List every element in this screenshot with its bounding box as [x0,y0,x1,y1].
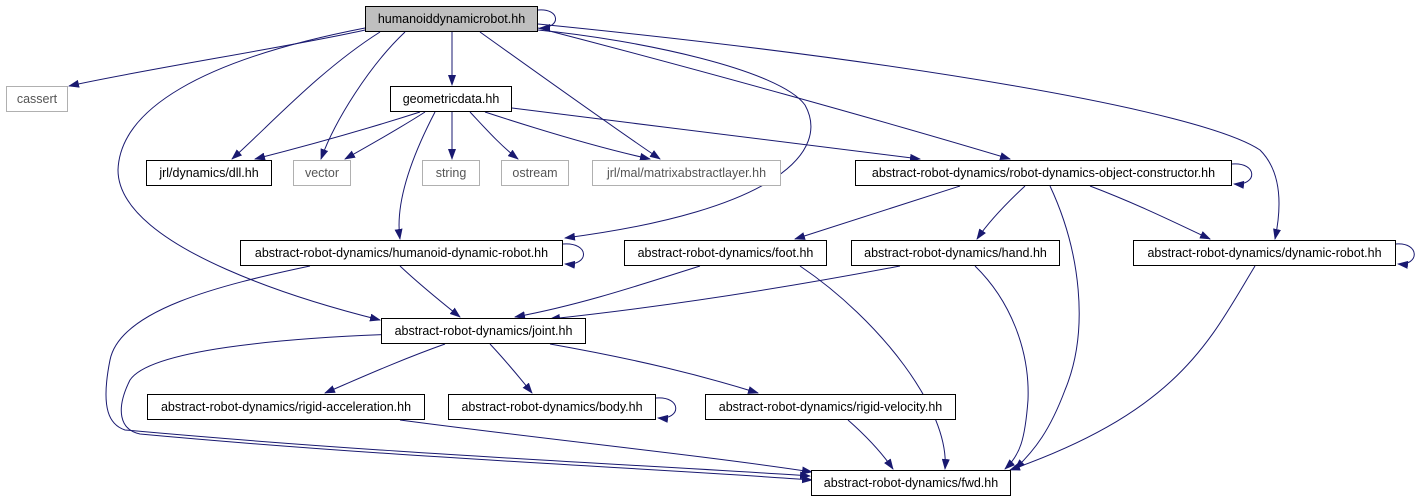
node-rigid-velocity[interactable]: abstract-robot-dynamics/rigid-velocity.h… [705,394,956,420]
edge-body-self-loop [655,397,677,423]
edge-root-to-dynrobot [537,23,1281,240]
edge-objcons-to-hand [976,185,1026,240]
edge-rigidvel-to-fwd [847,419,894,470]
edge-root-to-dll [231,31,381,160]
node-ostream: ostream [501,160,569,186]
edge-foot-to-joint [514,265,701,320]
edge-objcons-to-fwd [1014,185,1080,470]
node-body[interactable]: abstract-robot-dynamics/body.hh [448,394,656,420]
node-string: string [422,160,480,186]
edge-geo-to-dll [254,111,421,161]
node-hand[interactable]: abstract-robot-dynamics/hand.hh [851,240,1060,266]
edge-rigidacc-to-fwd [399,419,813,475]
node-humanoiddynamicrobot[interactable]: humanoiddynamicrobot.hh [365,6,538,32]
edge-humanoid-to-fwd [105,265,811,480]
edge-geo-to-objcons [511,107,921,162]
edge-geo-to-matrix [484,111,651,161]
node-robot-dynamics-object-constructor[interactable]: abstract-robot-dynamics/robot-dynamics-o… [855,160,1232,186]
node-fwd[interactable]: abstract-robot-dynamics/fwd.hh [811,470,1011,496]
edge-geo-to-vector [344,111,426,160]
node-dynamic-robot[interactable]: abstract-robot-dynamics/dynamic-robot.hh [1133,240,1396,266]
edge-hand-to-joint [549,265,901,322]
edge-root-to-vector [320,31,406,160]
edge-root-to-cassert [68,29,366,88]
node-rigid-acceleration[interactable]: abstract-robot-dynamics/rigid-accelerati… [147,394,425,420]
edge-root-to-matrix [479,31,661,160]
edge-geo-to-ostream [469,111,519,160]
edge-hand-to-fwd [974,265,1029,470]
node-jrl-dynamics-dll[interactable]: jrl/dynamics/dll.hh [146,160,272,186]
edge-objcons-to-dynrobot [1089,185,1211,240]
edge-joint-to-body [489,343,533,394]
edge-joint-to-rigidacc [324,343,446,394]
edge-dynrobot-self-loop [1395,243,1415,269]
edge-root-to-objcons [537,27,1011,160]
edge-objcons-to-foot [794,185,961,240]
edge-dynrobot-to-fwd [1009,265,1256,471]
edge-root-self-loop [537,9,556,32]
edge-geo-to-humanoid [394,111,436,240]
edge-joint-to-fwd [120,333,813,484]
edge-humanoid-self-loop [562,243,584,269]
edge-foot-to-fwd [799,265,950,470]
node-joint[interactable]: abstract-robot-dynamics/joint.hh [381,318,586,344]
edge-root-to-humanoid [537,29,812,241]
edge-joint-to-rigidvel [549,343,759,394]
node-geometricdata[interactable]: geometricdata.hh [390,86,512,112]
edge-humanoid-to-joint [399,265,461,318]
node-foot[interactable]: abstract-robot-dynamics/foot.hh [624,240,827,266]
node-vector: vector [293,160,351,186]
node-jrl-mal-matrixabstractlayer: jrl/mal/matrixabstractlayer.hh [592,160,781,186]
edge-objcons-self-loop [1231,163,1253,189]
node-cassert: cassert [6,86,68,112]
edge-root-to-joint [117,27,381,322]
node-humanoid-dynamic-robot[interactable]: abstract-robot-dynamics/humanoid-dynamic… [240,240,563,266]
